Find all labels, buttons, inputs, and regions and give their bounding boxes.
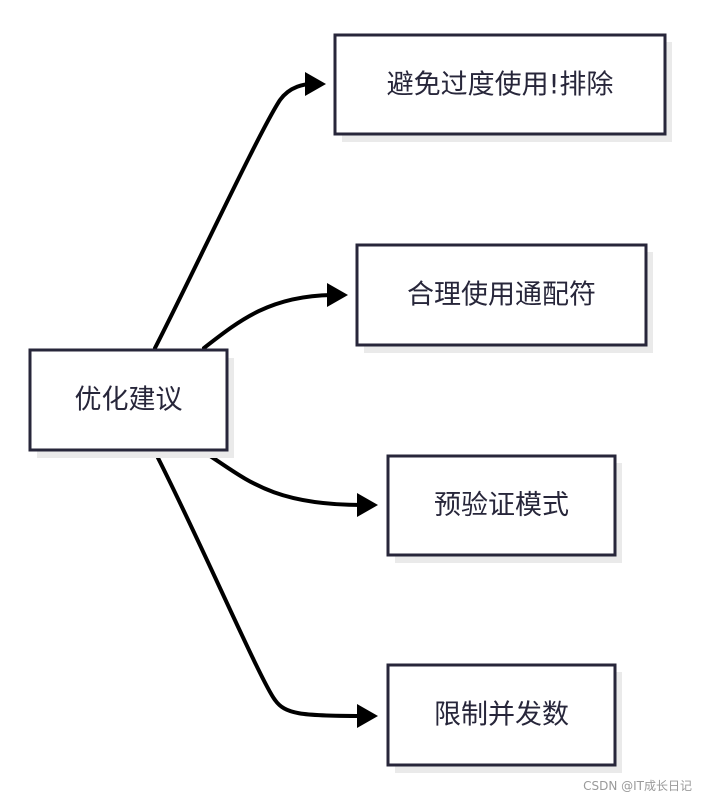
watermark-text: CSDN @IT成长日记 bbox=[583, 779, 692, 793]
edges bbox=[153, 72, 378, 728]
node-child-3: 预验证模式 bbox=[386, 454, 622, 563]
node-root-label: 优化建议 bbox=[75, 385, 183, 416]
node-child-3-label: 预验证模式 bbox=[434, 490, 569, 521]
node-child-2-box bbox=[355, 243, 648, 347]
arrowhead-child-2 bbox=[327, 283, 348, 307]
node-child-4-box bbox=[386, 663, 617, 767]
node-child-3-box bbox=[386, 454, 617, 557]
node-child-1-label: 避免过度使用!排除 bbox=[387, 70, 614, 101]
node-child-2: 合理使用通配符 bbox=[355, 243, 653, 353]
edge-root-to-child-2 bbox=[202, 293, 334, 350]
edge-root-to-child-1 bbox=[153, 82, 314, 350]
arrowhead-child-3 bbox=[357, 493, 378, 517]
arrowhead-child-1 bbox=[305, 72, 326, 96]
arrowhead-child-4 bbox=[357, 704, 378, 728]
node-child-4: 限制并发数 bbox=[386, 663, 622, 773]
node-child-1-box bbox=[333, 33, 667, 136]
node-child-2-label: 合理使用通配符 bbox=[407, 280, 596, 311]
edge-root-to-child-4 bbox=[153, 450, 364, 718]
node-root-box bbox=[28, 348, 229, 452]
node-root: 优化建议 bbox=[28, 348, 234, 458]
node-child-1: 避免过度使用!排除 bbox=[333, 33, 672, 142]
node-child-4-label: 限制并发数 bbox=[434, 700, 569, 731]
edge-root-to-child-3 bbox=[202, 450, 364, 507]
